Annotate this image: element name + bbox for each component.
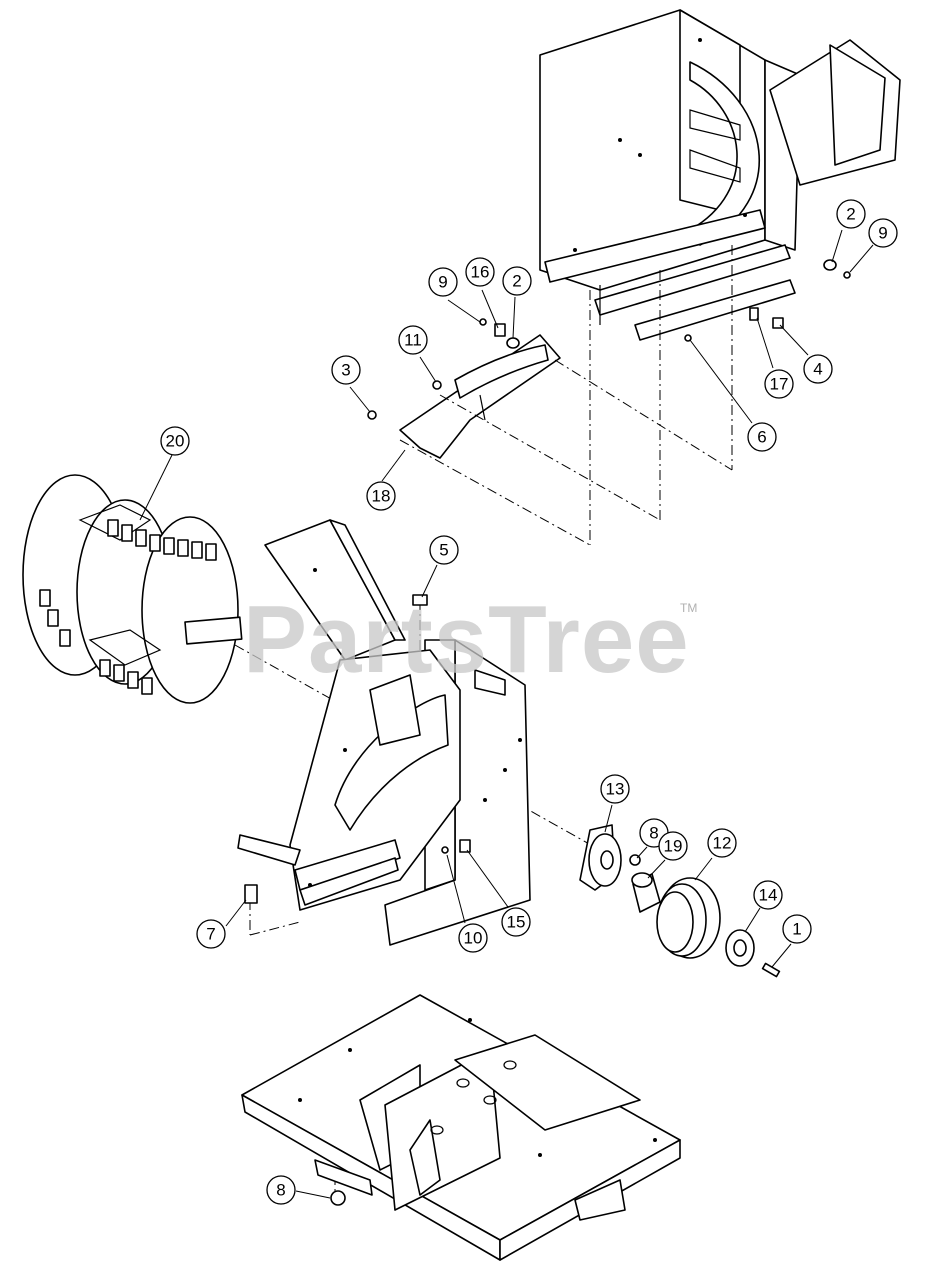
callout-16-bolt: 16 (465, 257, 495, 287)
callout-13-bearing: 13 (600, 774, 630, 804)
callout-18-deflector: 18 (366, 481, 396, 511)
nut-6 (684, 334, 692, 342)
callout-number: 16 (471, 263, 490, 282)
washer-2a (823, 259, 837, 271)
callout-11-nut: 11 (398, 325, 428, 355)
callout-4-bolt: 4 (803, 354, 833, 384)
upper-housing-part (539, 9, 901, 291)
callout-number: 20 (166, 432, 185, 451)
bolt-17 (749, 307, 759, 321)
housing-rail-bracket (594, 244, 796, 341)
pin-1 (761, 962, 781, 978)
rotor-assembly-part-20 (22, 474, 243, 704)
bearing-part-13 (579, 824, 622, 891)
callout-number: 5 (439, 541, 448, 560)
callout-9-nut-right: 9 (868, 218, 898, 248)
bolt-16 (494, 323, 506, 337)
bolt-15 (459, 839, 471, 853)
pulley-part-12 (656, 877, 721, 959)
deflector-part-18 (399, 334, 561, 459)
callout-7-bolt: 7 (196, 919, 226, 949)
callout-14-hub: 14 (753, 880, 783, 910)
callout-number: 7 (206, 925, 215, 944)
bolt-7 (244, 884, 258, 904)
callout-number: 9 (878, 224, 887, 243)
callout-number: 11 (404, 331, 422, 350)
callout-number: 12 (713, 834, 732, 853)
nut-3 (367, 410, 377, 420)
callout-10-nut: 10 (458, 923, 488, 953)
callout-2-washer: 2 (836, 199, 866, 229)
washer-2b (506, 337, 520, 349)
callout-number: 1 (792, 920, 801, 939)
callout-number: 9 (438, 273, 447, 292)
bolt-4 (772, 317, 784, 329)
callout-number: 2 (512, 272, 521, 291)
callout-5-bolt: 5 (429, 535, 459, 565)
nut-11 (432, 380, 442, 390)
callout-number: 17 (770, 375, 789, 394)
callout-1-pin: 1 (782, 914, 812, 944)
watermark-text: PartsTree (243, 586, 690, 693)
watermark-trademark: TM (680, 601, 697, 615)
callout-number: 13 (606, 780, 625, 799)
callout-3-nut: 3 (331, 355, 361, 385)
callout-19-spacer: 19 (658, 831, 688, 861)
callout-number: 3 (341, 361, 350, 380)
callout-number: 14 (759, 886, 778, 905)
hub-part-14 (725, 929, 755, 967)
callout-12-pulley: 12 (707, 828, 737, 858)
nut-9b (843, 271, 851, 279)
callout-number: 18 (372, 487, 391, 506)
callout-2-washer-left: 2 (502, 266, 532, 296)
callout-9-nut-left: 9 (428, 267, 458, 297)
callout-20-rotor: 20 (160, 426, 190, 456)
rotor-blades (39, 519, 217, 695)
callout-number: 10 (464, 929, 483, 948)
callout-number: 8 (649, 824, 658, 843)
nut-8b (330, 1190, 346, 1206)
leader-lines (139, 229, 874, 1199)
callout-number: 2 (846, 205, 855, 224)
callout-6-nut: 6 (747, 422, 777, 452)
base-frame-part (241, 994, 681, 1261)
callout-number: 8 (276, 1181, 285, 1200)
callout-17-bolt: 17 (764, 369, 794, 399)
callout-number: 4 (813, 360, 822, 379)
nut-9a (479, 318, 487, 326)
callout-15-bolt: 15 (501, 907, 531, 937)
bolt-5 (412, 594, 428, 606)
nut-10 (441, 846, 449, 854)
callout-number: 19 (664, 837, 683, 856)
callout-number: 15 (507, 913, 526, 932)
assembly-guide-lines (234, 245, 733, 1195)
spacer-part-19 (631, 872, 661, 913)
callout-8-nut-base: 8 (266, 1175, 296, 1205)
callout-number: 6 (757, 428, 766, 447)
lower-housing-part (237, 519, 531, 946)
